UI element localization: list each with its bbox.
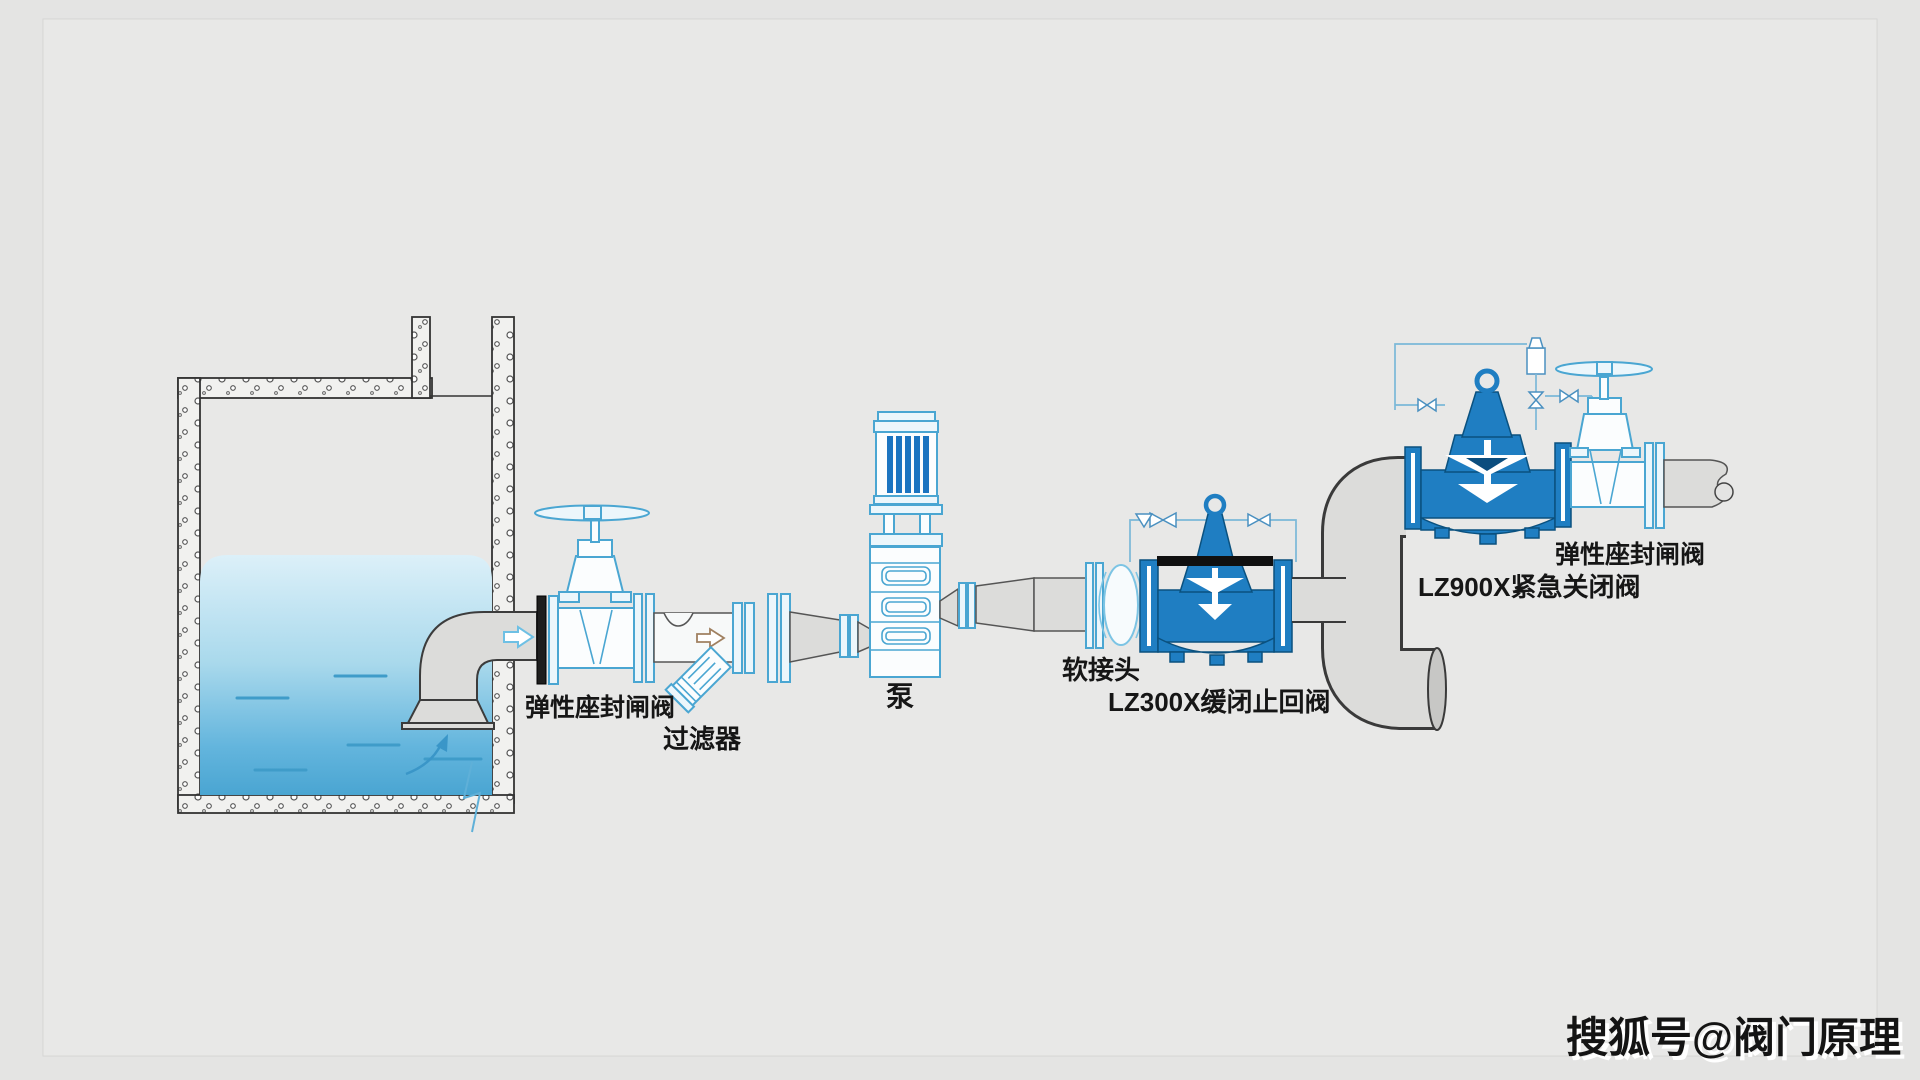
pipe-break-mark	[1714, 482, 1734, 502]
motor-cap	[877, 411, 936, 422]
valve2-packing	[1587, 397, 1622, 415]
pilot-valve-body	[1526, 347, 1546, 375]
emergency-valve-lz900x	[1394, 337, 1593, 545]
flow-arrow-icon-2	[696, 627, 726, 649]
pilot-piping-2	[1394, 343, 1527, 410]
bell-mouth	[406, 699, 490, 724]
tank-top-wall	[177, 377, 433, 399]
label-pump: 泵	[886, 681, 914, 712]
inlet-reducer	[789, 611, 873, 663]
check-valve-lz300x	[1129, 493, 1297, 666]
tank-right-wall	[491, 316, 515, 804]
valve2-passage	[1570, 461, 1646, 508]
bellows	[1103, 564, 1139, 646]
valve1-bonnet	[565, 555, 625, 593]
check-valve-belly	[1157, 636, 1275, 654]
diagram-panel	[42, 18, 1878, 1057]
watermark: 搜狐号@阀门原理	[1566, 1014, 1901, 1061]
valve2-stem	[1599, 376, 1609, 400]
gate-valve-1	[534, 504, 655, 685]
check-valve-outlet-pipe	[1292, 578, 1364, 622]
strainer-section	[653, 593, 791, 714]
suction-up-arrowhead	[436, 734, 448, 752]
valve2-bonnet	[1575, 413, 1635, 451]
valve1-handwheel-hub	[583, 505, 602, 520]
watermark-shadow: 搜狐号@阀门原理	[1570, 1018, 1905, 1065]
pipe-open-end	[1427, 647, 1447, 731]
soft-joint	[1085, 562, 1144, 649]
tank-inlet-chimney-wall	[411, 316, 431, 399]
wall-flange-black	[536, 595, 547, 685]
valve2-handwheel-hub	[1596, 361, 1613, 375]
motor-fins	[887, 436, 929, 493]
diaphragm-bar	[1157, 556, 1273, 566]
check-valve-top-ring	[1203, 493, 1227, 517]
pilot-valve-icon	[1149, 511, 1165, 529]
pilot-fitting-icon	[1134, 513, 1154, 529]
label-strainer: 过滤器	[663, 724, 742, 754]
pump	[869, 411, 943, 678]
outlet-pipe	[1663, 459, 1734, 508]
pipe-notch	[663, 612, 694, 627]
strainer-leg	[664, 645, 733, 714]
water-mark-crack	[462, 761, 482, 833]
flow-arrow-icon	[503, 625, 535, 649]
tank-left-wall	[177, 377, 201, 809]
riser-pipe	[1292, 456, 1447, 731]
gate-valve-2	[1555, 361, 1665, 529]
label-emergency-valve: LZ900X紧急关闭阀	[1418, 572, 1641, 602]
label-soft-joint: 软接头	[1062, 655, 1140, 685]
pump-leg	[919, 513, 931, 535]
water-tank	[177, 316, 538, 833]
outlet-expander	[939, 577, 1087, 632]
label-check-valve: LZ300X缓闭止回阀	[1108, 687, 1331, 717]
valve1-body	[557, 607, 635, 669]
pump-leg	[883, 513, 895, 535]
label-gate-valve-1: 弹性座封闸阀	[525, 693, 675, 722]
bell-mouth-plate	[401, 722, 495, 730]
emergency-valve-top-ring	[1474, 368, 1500, 394]
label-gate-valve-2: 弹性座封闸阀	[1555, 540, 1705, 569]
water-streaks	[235, 674, 483, 772]
valve1-stem	[590, 517, 600, 543]
